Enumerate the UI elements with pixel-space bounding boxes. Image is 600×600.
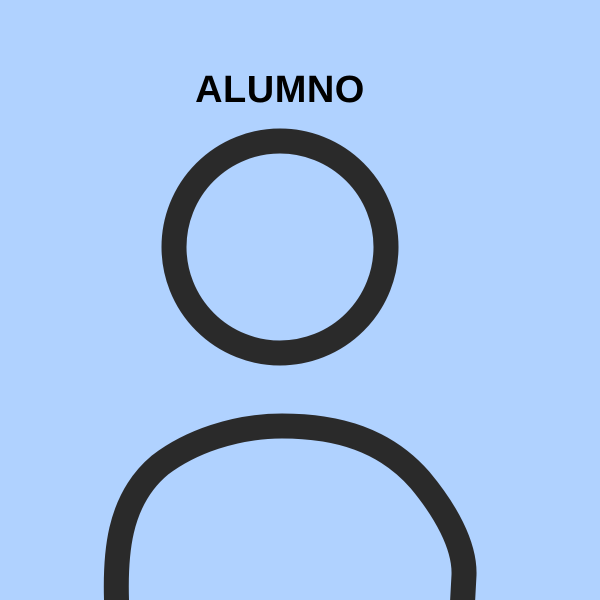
user-icon-body	[103, 413, 477, 600]
user-icon-head	[161, 128, 399, 366]
card-title: ALUMNO	[195, 69, 365, 111]
